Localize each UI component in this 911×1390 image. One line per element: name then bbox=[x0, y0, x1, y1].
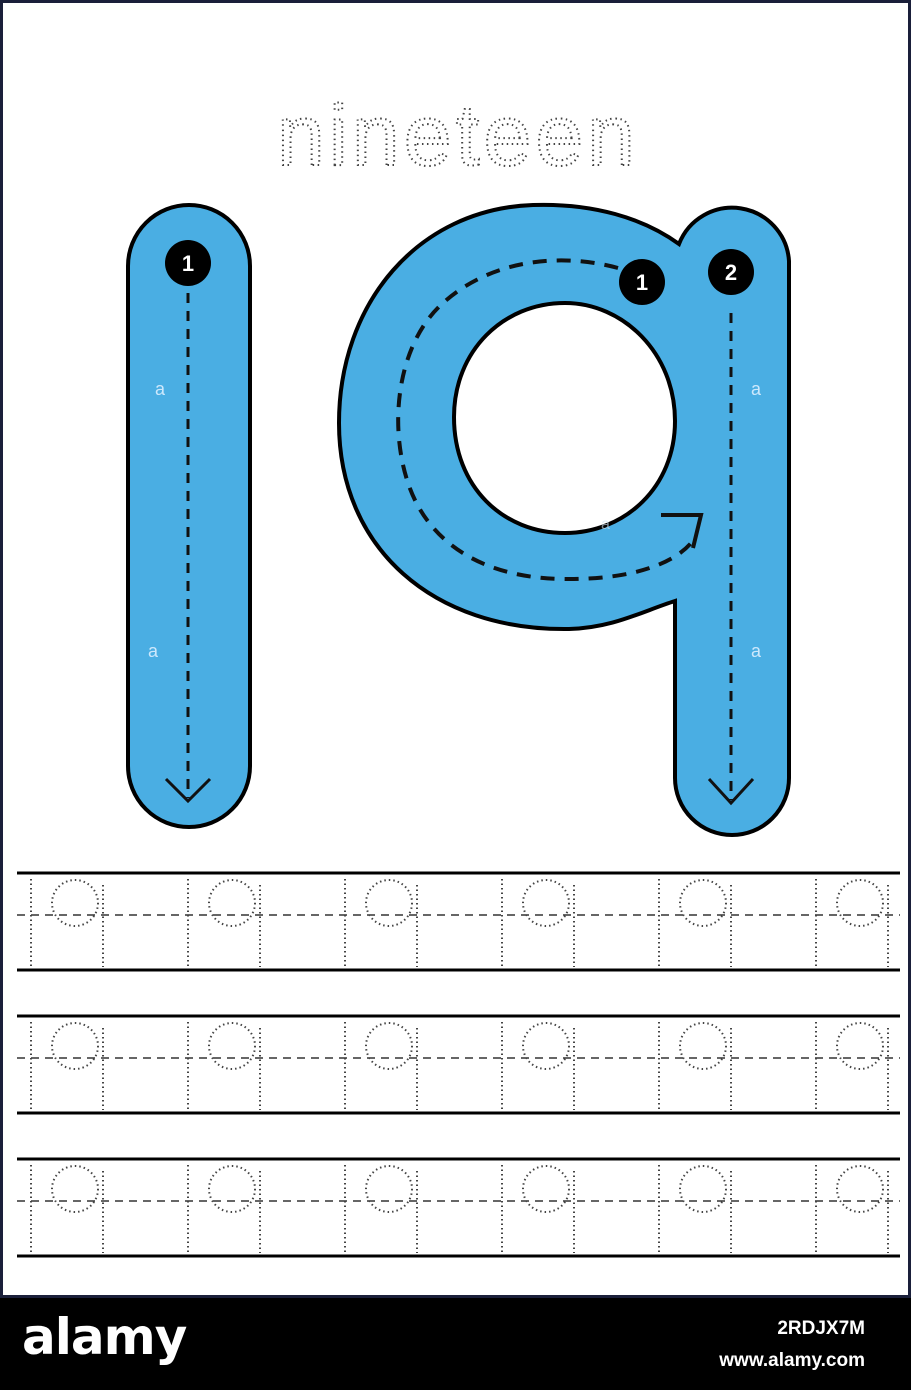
trace-19[interactable] bbox=[658, 1165, 732, 1253]
worksheet-page: nineteen 1 a a 1 2 a a a bbox=[0, 0, 911, 1298]
practice-row bbox=[17, 1014, 900, 1115]
alamy-logo: alamy bbox=[22, 1308, 187, 1366]
trace-19[interactable] bbox=[30, 1165, 104, 1253]
practice-row bbox=[17, 871, 900, 972]
practice-row bbox=[17, 1157, 900, 1258]
stroke-number-nine-1: 1 bbox=[636, 270, 648, 295]
digit-one-glyph: 1 a a bbox=[126, 203, 252, 829]
trace-19[interactable] bbox=[187, 1165, 261, 1253]
trace-19[interactable] bbox=[501, 879, 575, 967]
trace-19[interactable] bbox=[815, 879, 889, 967]
trace-19[interactable] bbox=[344, 879, 418, 967]
trace-19[interactable] bbox=[187, 1022, 261, 1110]
practice-rows bbox=[17, 871, 900, 1258]
trace-19[interactable] bbox=[815, 1165, 889, 1253]
word-title: nineteen bbox=[277, 88, 639, 184]
trace-19[interactable] bbox=[501, 1165, 575, 1253]
image-id: 2RDJX7M bbox=[777, 1318, 865, 1339]
svg-text:a: a bbox=[751, 379, 762, 399]
trace-19[interactable] bbox=[30, 1022, 104, 1110]
trace-19[interactable] bbox=[658, 879, 732, 967]
digit-nine-glyph: 1 2 a a a bbox=[336, 202, 791, 837]
svg-text:a: a bbox=[155, 379, 166, 399]
trace-19[interactable] bbox=[501, 1022, 575, 1110]
website-url: www.alamy.com bbox=[719, 1350, 865, 1371]
svg-text:a: a bbox=[148, 641, 159, 661]
trace-19[interactable] bbox=[815, 1022, 889, 1110]
svg-text:a: a bbox=[601, 516, 610, 533]
trace-19[interactable] bbox=[344, 1165, 418, 1253]
watermark-footer: alamy 2RDJX7M www.alamy.com bbox=[0, 1298, 911, 1390]
worksheet-canvas: nineteen 1 a a 1 2 a a a bbox=[17, 87, 900, 1258]
trace-19[interactable] bbox=[187, 879, 261, 967]
stroke-number-nine-2: 2 bbox=[725, 260, 737, 285]
stroke-number-1: 1 bbox=[182, 251, 194, 276]
trace-19[interactable] bbox=[658, 1022, 732, 1110]
trace-19[interactable] bbox=[344, 1022, 418, 1110]
trace-19[interactable] bbox=[30, 879, 104, 967]
svg-text:a: a bbox=[751, 641, 762, 661]
